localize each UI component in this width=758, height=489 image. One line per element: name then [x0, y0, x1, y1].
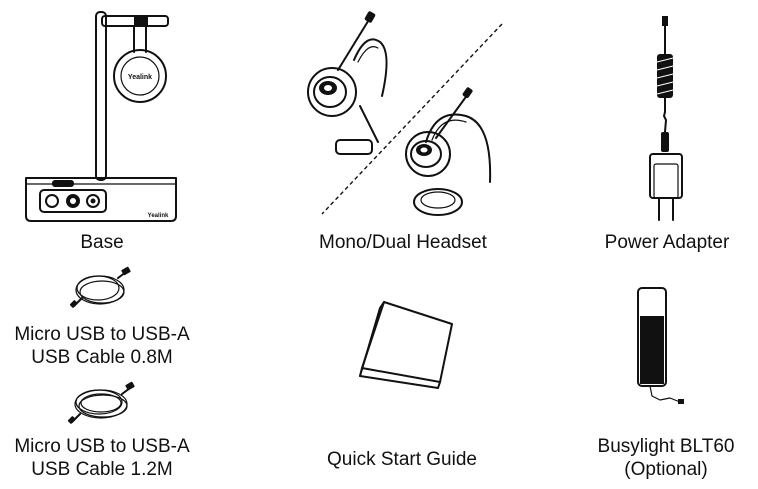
usb-cable-icon — [66, 378, 136, 426]
base-logo: Yealink — [128, 74, 152, 81]
caption-base: Base — [2, 231, 202, 254]
power-adapter-icon — [640, 14, 692, 226]
caption-busylight: Busylight BLT60 (Optional) — [566, 435, 758, 481]
headset-base-icon: Yealink Yealink — [20, 8, 182, 226]
caption-cable-12-line-2: USB Cable 1.2M — [31, 459, 173, 480]
caption-guide: Quick Start Guide — [302, 448, 502, 471]
caption-cable-08-line-2: USB Cable 0.8M — [31, 347, 173, 368]
caption-guide-line-1: Quick Start Guide — [327, 449, 477, 470]
usb-cable-icon — [68, 264, 132, 310]
caption-cable-12-line-1: Micro USB to USB-A — [14, 436, 190, 457]
caption-cable-08-line-1: Micro USB to USB-A — [14, 324, 190, 345]
caption-cable-08: Micro USB to USB-A USB Cable 0.8M — [2, 323, 202, 369]
caption-headset: Mono/Dual Headset — [283, 231, 523, 254]
caption-headset-line-1: Mono/Dual Headset — [319, 232, 487, 253]
busylight-icon — [630, 284, 686, 408]
headset-icon — [296, 11, 510, 218]
quick-start-guide-icon — [354, 298, 458, 390]
caption-cable-12: Micro USB to USB-A USB Cable 1.2M — [2, 435, 202, 481]
base-front-logo: Yealink — [148, 213, 169, 219]
caption-busylight-line-2: (Optional) — [624, 459, 708, 480]
caption-base-line-1: Base — [80, 232, 124, 253]
caption-adapter: Power Adapter — [567, 231, 758, 254]
caption-adapter-line-1: Power Adapter — [604, 232, 730, 253]
caption-busylight-line-1: Busylight BLT60 — [597, 436, 735, 457]
